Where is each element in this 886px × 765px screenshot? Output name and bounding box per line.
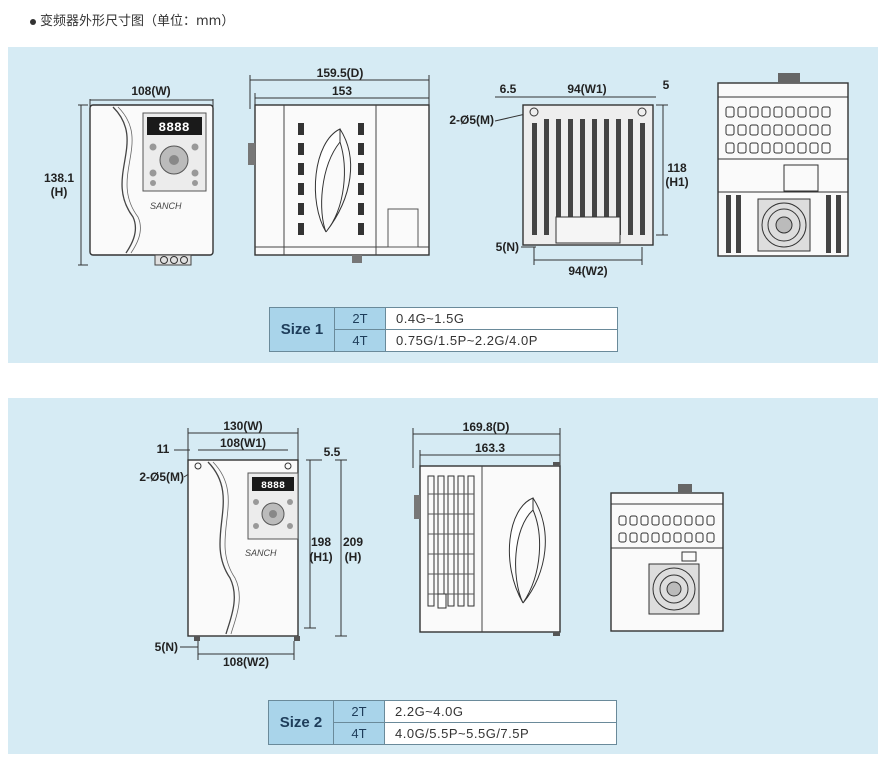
title-text: 变频器外形尺寸图（单位：mm） xyxy=(40,14,235,29)
size1-volt: 2T xyxy=(334,307,386,330)
size1-dim-h1: 118 xyxy=(667,161,687,175)
size2-dim-w: 130(W) xyxy=(223,419,262,433)
size1-range: 0.75G/1.5P~2.2G/4.0P xyxy=(385,329,618,352)
size1-dim-w: 108(W) xyxy=(131,84,170,98)
size2-name: Size 2 xyxy=(268,700,334,745)
size1-dim-w1: 94(W1) xyxy=(567,82,606,96)
size2-drawing: 130(W) 108(W1) 11 5.5 2-Ø5(M) 8888 SANCH… xyxy=(139,419,724,669)
size2-volt: 4T xyxy=(333,722,385,745)
size2-volt: 2T xyxy=(333,700,385,723)
size2-dim-hole: 2-Ø5(M) xyxy=(139,470,184,484)
size2-dim-h1: 198 xyxy=(311,535,331,549)
size1-row-4t: 4T 0.75G/1.5P~2.2G/4.0P xyxy=(270,329,618,352)
size1-dim-d: 159.5(D) xyxy=(317,66,364,80)
size2-dim-h1-unit: (H1) xyxy=(309,550,332,564)
size1-spec-table: Size 1 2T 0.4G~1.5G 4T 0.75G/1.5P~2.2G/4… xyxy=(269,307,618,352)
size1-dim-hole: 2-Ø5(M) xyxy=(449,113,494,127)
size1-dim-w2: 94(W2) xyxy=(568,264,607,278)
size2-row-4t: 4T 4.0G/5.5P~5.5G/7.5P xyxy=(269,722,617,745)
size2-dim-d2: 163.3 xyxy=(475,441,505,455)
size1-dim-n: 5(N) xyxy=(496,240,519,254)
size1-dim-off2: 5 xyxy=(663,78,670,92)
size1-logo: SANCH xyxy=(150,201,182,211)
size2-bottom-view xyxy=(610,484,724,632)
size2-dim-off2: 5.5 xyxy=(324,445,341,459)
size1-back-view: 6.5 94(W1) 5 2-Ø5(M) 118 (H1) 5(N) 94(W2… xyxy=(449,78,688,278)
size2-front-view: 130(W) 108(W1) 11 5.5 2-Ø5(M) 8888 SANCH… xyxy=(139,419,363,669)
size2-dim-n: 5(N) xyxy=(155,640,178,654)
size2-dim-h-unit: (H) xyxy=(345,550,362,564)
size2-dim-d: 169.8(D) xyxy=(463,420,510,434)
page-title: 变频器外形尺寸图（单位：mm） xyxy=(30,10,234,29)
size2-side-view: 169.8(D) 163.3 xyxy=(412,420,561,636)
size1-volt: 4T xyxy=(334,329,386,352)
size2-dim-w1: 108(W1) xyxy=(220,436,266,450)
size1-range: 0.4G~1.5G xyxy=(385,307,618,330)
size2-range: 2.2G~4.0G xyxy=(384,700,617,723)
size2-panel: 130(W) 108(W1) 11 5.5 2-Ø5(M) 8888 SANCH… xyxy=(8,398,878,754)
size2-dim-h: 209 xyxy=(343,535,363,549)
size1-dim-d2: 153 xyxy=(332,84,352,98)
size2-logo: SANCH xyxy=(245,548,277,558)
size1-name: Size 1 xyxy=(269,307,335,352)
size1-dim-h1-unit: (H1) xyxy=(665,175,688,189)
size1-dim-off1: 6.5 xyxy=(500,82,517,96)
size1-front-view: 108(W) 138.1 (H) 8888 SANCH xyxy=(44,84,214,266)
size1-side-view: 159.5(D) 153 xyxy=(248,66,430,263)
bullet-icon xyxy=(30,18,36,25)
size1-dim-h: 138.1 xyxy=(44,171,74,185)
size1-drawing: 108(W) 138.1 (H) 8888 SANCH 159.5(D) 153 xyxy=(44,66,849,278)
size2-row-2t: Size 2 2T 2.2G~4.0G xyxy=(268,700,617,745)
size2-display: 8888 xyxy=(261,481,285,492)
size1-dim-h-unit: (H) xyxy=(51,185,68,199)
size1-display: 8888 xyxy=(158,120,189,135)
size2-dim-off1: 11 xyxy=(157,442,170,456)
size2-dim-w2: 108(W2) xyxy=(223,655,269,669)
size2-spec-table: Size 2 2T 2.2G~4.0G 4T 4.0G/5.5P~5.5G/7.… xyxy=(268,700,617,745)
size1-row-2t: Size 1 2T 0.4G~1.5G xyxy=(269,307,618,352)
size1-bottom-view xyxy=(717,73,849,257)
size1-panel: 108(W) 138.1 (H) 8888 SANCH 159.5(D) 153 xyxy=(8,47,878,363)
size2-range: 4.0G/5.5P~5.5G/7.5P xyxy=(384,722,617,745)
